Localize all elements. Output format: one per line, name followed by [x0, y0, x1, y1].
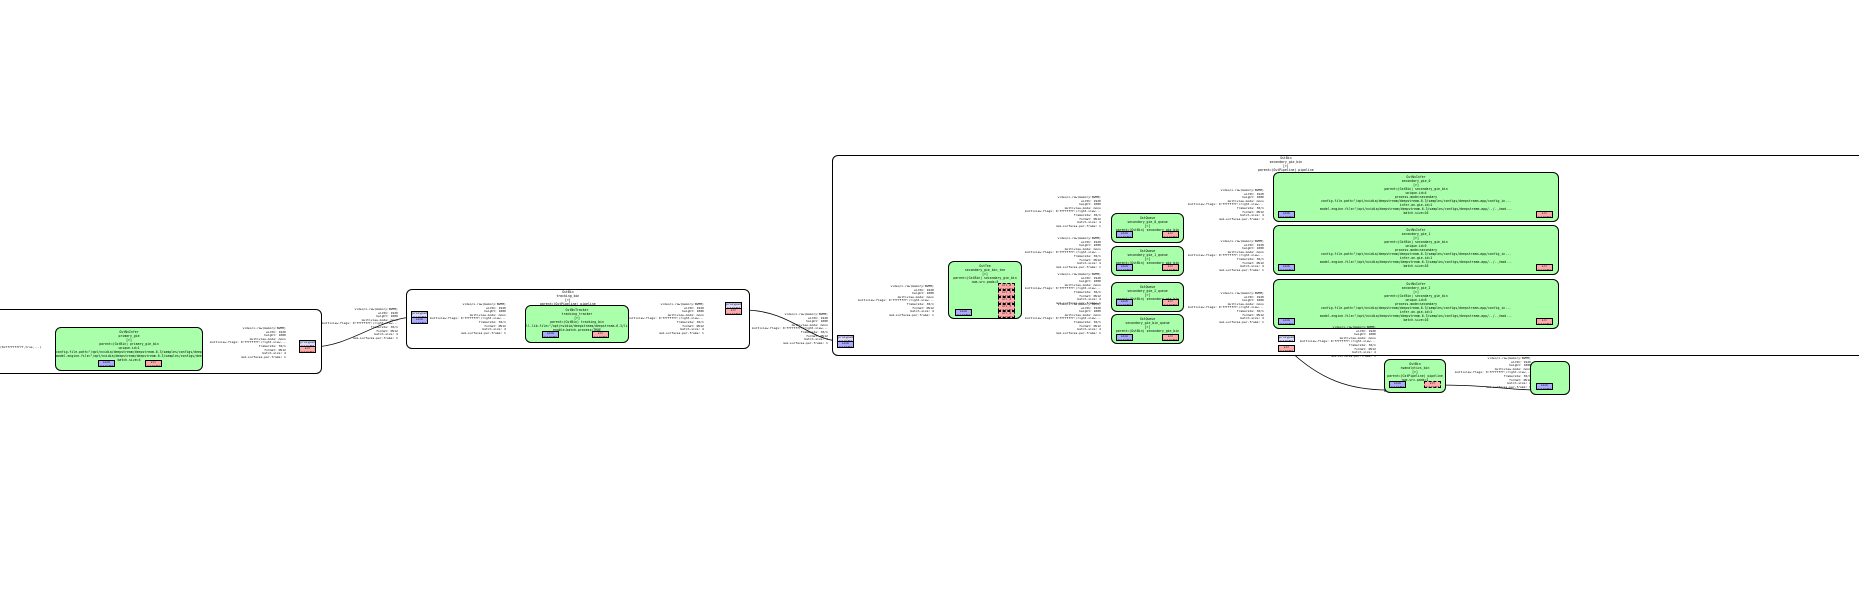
caps-tee-q2: video/x-raw(memory:NVMM) width: 1920 hei…: [1025, 272, 1101, 305]
primary-gie-src-pad[interactable]: src [>][bfb]: [145, 360, 162, 367]
secondary-gie-0-element[interactable]: GstNvInfer secondary_gie_0 [>] parent=(G…: [1273, 172, 1559, 222]
secondary-gie-2-sink-pad[interactable]: sink [>][bfb]: [1278, 318, 1295, 325]
edge: [743, 309, 841, 343]
analytics-sink-pad[interactable]: sink [>][bfb]: [1389, 381, 1406, 388]
queue-3-src-pad[interactable]: src [>][bfb]: [1162, 334, 1179, 341]
secondary-bin-title: GstBin secondary_gie_bin [>] parent=(Gst…: [1258, 156, 1314, 172]
secondary-gie-2-element[interactable]: GstNvInfer secondary_gie_2 [>] parent=(G…: [1273, 279, 1559, 329]
queue-3-sink-pad[interactable]: sink [>][bfb]: [1116, 334, 1133, 341]
secondary-gie-1-element[interactable]: GstNvInfer secondary_gie_1 [>] parent=(G…: [1273, 225, 1559, 275]
secondary-bin-src-proxy[interactable]: proxypad [>][bfb]: [1278, 335, 1295, 342]
queue-0-src-pad[interactable]: src [>][bfb]: [1162, 231, 1179, 238]
secondary-gie-1-sink-pad[interactable]: sink [>][bfb]: [1278, 264, 1295, 271]
edge: [1287, 348, 1389, 392]
primary-bin-edge-caption: (0x7f7f7f7f7f,true,...): [0, 345, 42, 349]
tracking-bin-sink-ghost[interactable]: sink [>][bfb]: [411, 317, 428, 324]
tracking-bin-src-ghost[interactable]: src [>][bfb]: [725, 308, 742, 315]
caps-tracking-internal: video/x-raw(memory:NVMM) width: 1920 hei…: [430, 302, 506, 335]
tracking-tracker-src-pad[interactable]: src [>][bfb]: [592, 331, 609, 338]
secondary-gie-0-src-pad[interactable]: src [>][bfb]: [1536, 211, 1553, 218]
queue-0-sink-pad[interactable]: sink [>][bfb]: [1116, 231, 1133, 238]
edge: [1439, 384, 1537, 392]
queue-1-sink-pad[interactable]: sink [>][bfb]: [1116, 264, 1133, 271]
queue-secondary-gie-2[interactable]: GstQueue secondary_gie_2_queue [>] paren…: [1111, 282, 1184, 312]
tee-sink-pad[interactable]: sink [>][bfb]: [955, 309, 972, 316]
secondary-gie-2-src-pad[interactable]: src [>][bfb]: [1536, 318, 1553, 325]
caps-primary-to-mid: video/x-raw(memory:NVMM) width: 1920 hei…: [210, 326, 286, 359]
caps-primary-to-tracking: video/x-raw(memory:NVMM) width: 1920 hei…: [322, 307, 398, 340]
queue-1-src-pad[interactable]: src [>][bfb]: [1162, 264, 1179, 271]
secondary-gie-0-sink-pad[interactable]: sink [>][bfb]: [1278, 211, 1295, 218]
tee-src-0-pad[interactable]: src_0 [>][bfb]: [998, 283, 1015, 290]
primary-gie-element[interactable]: GstNvInfer primary_gie [>] parent=(GstBi…: [55, 327, 203, 371]
secondary-bin-src-ghost[interactable]: src [>][bfb]: [1278, 345, 1295, 352]
tracking-bin-title: GstBin tracking_bin [>] parent=(GstPipel…: [540, 290, 596, 306]
tee-src-3-pad[interactable]: src_3 [>][bfb]: [998, 304, 1015, 311]
caps-tee-q3: video/x-raw(memory:NVMM) width: 1920 hei…: [1025, 302, 1101, 335]
primary-gie-sink-pad[interactable]: sink [>][bfb]: [98, 360, 115, 367]
tee-src-4-pad[interactable]: src_4 [>][bfb]: [998, 311, 1015, 318]
caps-analytics-out: video/x-raw(memory:NVMM) width: 1920 hei…: [1455, 356, 1531, 389]
queue-secondary-gie-1[interactable]: GstQueue secondary_gie_1_queue [>] paren…: [1111, 246, 1184, 276]
tee-src-2-pad[interactable]: src_2 [>][bfb]: [998, 297, 1015, 304]
caps-secondary-in: video/x-raw(memory:NVMM) width: 1920 hei…: [858, 284, 934, 317]
caps-tee-q1: video/x-raw(memory:NVMM) width: 1920 hei…: [1025, 236, 1101, 269]
queue-2-src-pad[interactable]: src [>][bfb]: [1162, 299, 1179, 306]
analytics-src-pad[interactable]: src [>][bfb]: [1424, 381, 1441, 388]
caps-secondary-out: video/x-raw(memory:NVMM) width: 1920 hei…: [1300, 325, 1376, 358]
caps-q2-infer: video/x-raw(memory:NVMM) width: 1920 hei…: [1188, 291, 1264, 324]
secondary-bin-sink-ghost[interactable]: sink [>][bfb]: [837, 341, 854, 348]
caps-q1-infer: video/x-raw(memory:NVMM) width: 1920 hei…: [1188, 239, 1264, 272]
tracking-tracker-sink-pad[interactable]: sink [>][bfb]: [542, 331, 559, 338]
queue-secondary-gie-0[interactable]: GstQueue secondary_gie_0_queue [>] paren…: [1111, 213, 1184, 243]
caps-tracking-to-secondary: video/x-raw(memory:NVMM) width: 1920 hei…: [752, 312, 828, 345]
edge: [311, 315, 417, 348]
caps-tracker-out: video/x-raw(memory:NVMM) width: 1920 hei…: [628, 302, 704, 335]
caps-q0-infer: video/x-raw(memory:NVMM) width: 1920 hei…: [1188, 188, 1264, 221]
primary-bin-src-ghost[interactable]: src [>][bfb]: [299, 346, 316, 353]
next-sink-pad[interactable]: sink [>][bfb]: [1536, 383, 1553, 390]
secondary-gie-1-src-pad[interactable]: src [>][bfb]: [1536, 264, 1553, 271]
queue-2-sink-pad[interactable]: sink [>][bfb]: [1116, 299, 1133, 306]
tee-src-1-pad[interactable]: src_1 [>][bfb]: [998, 290, 1015, 297]
tracking-tracker-element[interactable]: GstNvTracker tracking_tracker [>] parent…: [525, 305, 629, 343]
caps-tee-q0: video/x-raw(memory:NVMM) width: 1920 hei…: [1025, 195, 1101, 228]
